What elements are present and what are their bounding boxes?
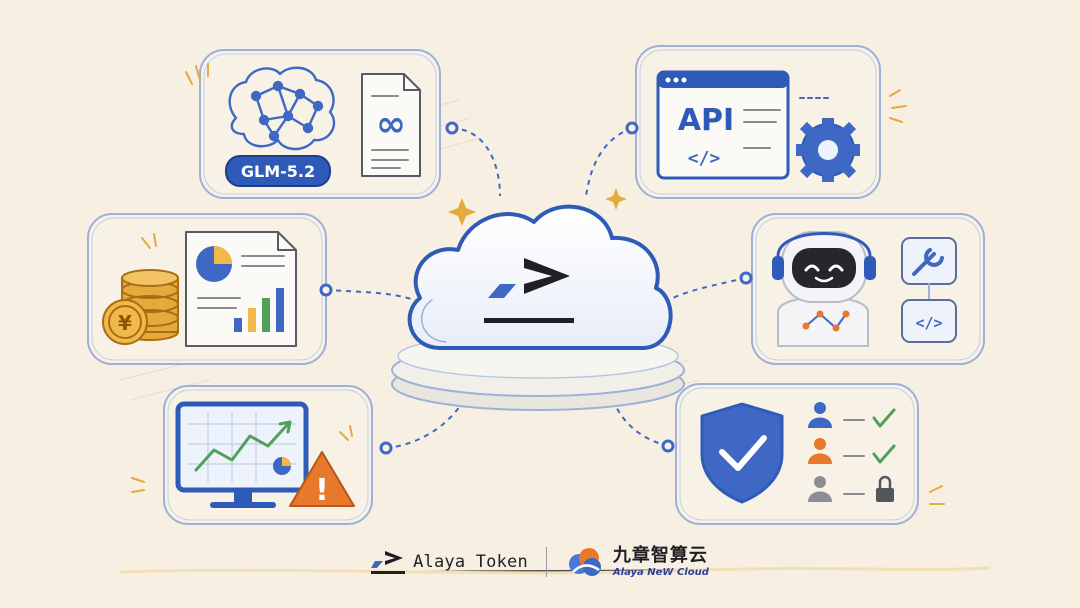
user-pending-icon — [808, 438, 896, 464]
connector-nodes — [319, 121, 753, 455]
gear-icon — [796, 97, 860, 182]
alaya-token-logo-icon — [371, 551, 406, 574]
model-badge-label: GLM-5.2 — [241, 162, 315, 181]
footer-branding: Alaya Token 九章智算云 Alaya NeW Cloud — [0, 540, 1080, 584]
wrench-icon — [901, 237, 957, 285]
partner-name-cn: 九章智算云 — [612, 544, 708, 566]
report-document-icon — [185, 231, 297, 347]
partner-brand[interactable]: 九章智算云 Alaya NeW Cloud — [565, 546, 709, 578]
code-glyph: </> — [688, 148, 721, 169]
bottom-wash — [119, 566, 991, 575]
accent-strokes — [131, 63, 945, 505]
code-box-glyph: </> — [915, 314, 942, 332]
brain-icon — [228, 66, 336, 151]
alaya-token-name: Alaya Token — [413, 552, 528, 572]
central-cloud — [407, 204, 673, 350]
yen-symbol: ¥ — [118, 311, 132, 335]
user-allowed-icon — [808, 402, 896, 428]
warning-mark: ! — [315, 473, 329, 508]
coin-stack-icon: ¥ — [102, 269, 179, 345]
footer-divider — [545, 547, 547, 577]
cloud-logo-icon — [568, 548, 601, 576]
document-icon: ∞ — [361, 73, 421, 177]
user-access-list — [808, 402, 896, 502]
code-box-icon: </> — [901, 283, 957, 343]
shield-check-icon — [700, 402, 784, 504]
user-locked-icon — [808, 475, 894, 502]
api-label: API — [678, 103, 734, 138]
monitor-chart-icon — [175, 401, 309, 508]
model-badge: GLM-5.2 — [225, 155, 331, 187]
alaya-token-brand[interactable]: Alaya Token — [371, 549, 528, 575]
api-window-icon: API </> — [656, 70, 790, 180]
sparkle-icons — [448, 188, 627, 226]
partner-name-en: Alaya NeW Cloud — [612, 566, 709, 578]
robot-icon — [772, 231, 876, 347]
infinity-icon: ∞ — [376, 104, 406, 145]
warning-icon: ! — [289, 451, 355, 508]
cloud-logo-icon — [484, 258, 574, 323]
